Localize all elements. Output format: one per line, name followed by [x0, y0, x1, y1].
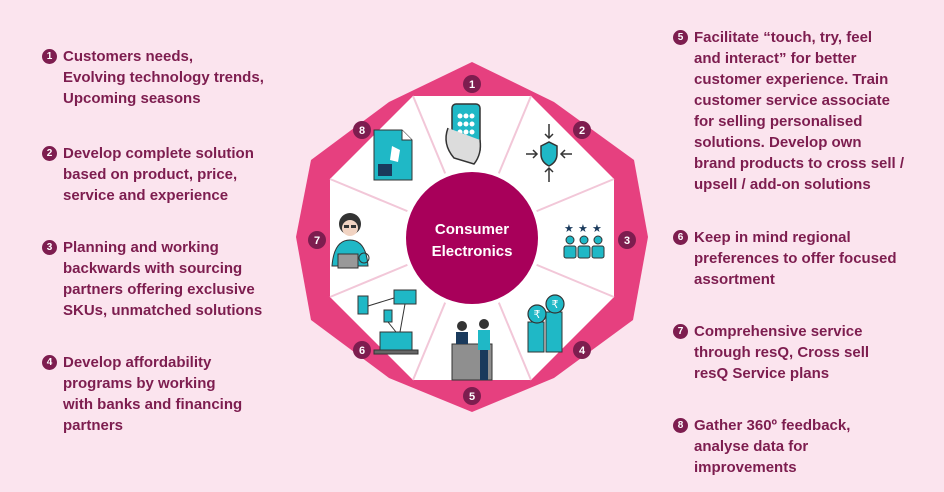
- step-6-number-badge: 6: [673, 230, 688, 245]
- svg-text:5: 5: [469, 391, 475, 403]
- step-8-item: 8 Gather 360º feedback, analyse data for…: [673, 415, 850, 478]
- smartphone-hand-icon: [445, 103, 482, 165]
- wheel-badge-5: 5: [463, 387, 481, 405]
- center-circle: [406, 172, 538, 304]
- step-3-item: 3 Planning and working backwards with so…: [42, 237, 262, 321]
- svg-text:★: ★: [592, 222, 602, 235]
- shield-arrows-icon: [526, 124, 572, 182]
- step-2-text: Develop complete solution based on produ…: [63, 145, 254, 204]
- center-label-line1: Consumer: [435, 221, 509, 238]
- step-4-item: 4 Develop affordability programs by work…: [42, 352, 242, 436]
- step-1-number-badge: 1: [42, 49, 57, 64]
- svg-text:★: ★: [578, 222, 588, 235]
- step-7-text: Comprehensive service through resQ, Cros…: [694, 323, 870, 382]
- customer-counter-icon: [451, 319, 493, 381]
- step-5-text: Facilitate “touch, try, feel and interac…: [694, 29, 905, 193]
- step-2-number-badge: 2: [42, 146, 57, 161]
- svg-text:4: 4: [579, 345, 586, 357]
- wheel-badge-6: 6: [353, 341, 371, 359]
- svg-text:3: 3: [624, 235, 630, 247]
- wheel-badge-1: 1: [463, 75, 481, 93]
- wheel-badge-4: 4: [573, 341, 591, 359]
- step-5-number-badge: 5: [673, 30, 688, 45]
- support-agent-icon: [331, 213, 370, 269]
- step-6-text: Keep in mind regional preferences to off…: [694, 229, 897, 288]
- step-8-text: Gather 360º feedback, analyse data for i…: [694, 417, 851, 476]
- wheel-badge-7: 7: [308, 231, 326, 249]
- step-5-item: 5 Facilitate “touch, try, feel and inter…: [673, 27, 904, 195]
- step-3-number-badge: 3: [42, 240, 57, 255]
- rated-people-icon: ★ ★ ★: [563, 222, 605, 259]
- step-7-number-badge: 7: [673, 324, 688, 339]
- step-8-number-badge: 8: [673, 418, 688, 433]
- wheel-badge-3: 3: [618, 231, 636, 249]
- svg-text:6: 6: [359, 345, 365, 357]
- svg-text:★: ★: [564, 222, 574, 235]
- step-1-item: 1 Customers needs, Evolving technology t…: [42, 46, 264, 109]
- step-3-text: Planning and working backwards with sour…: [63, 239, 263, 319]
- center-label-line2: Electronics: [432, 243, 513, 260]
- svg-text:₹: ₹: [534, 308, 541, 321]
- step-2-item: 2 Develop complete solution based on pro…: [42, 143, 254, 206]
- step-1-text: Customers needs, Evolving technology tre…: [63, 48, 264, 107]
- svg-text:2: 2: [579, 125, 585, 137]
- wheel-badge-2: 2: [573, 121, 591, 139]
- svg-text:₹: ₹: [552, 298, 559, 311]
- step-4-number-badge: 4: [42, 355, 57, 370]
- rupee-coins-icon: ₹ ₹: [527, 294, 565, 353]
- svg-text:1: 1: [469, 79, 475, 91]
- feedback-document-icon: [373, 129, 413, 181]
- svg-text:7: 7: [314, 235, 320, 247]
- step-6-item: 6 Keep in mind regional preferences to o…: [673, 227, 897, 290]
- wheel-badge-8: 8: [353, 121, 371, 139]
- step-4-text: Develop affordability programs by workin…: [63, 354, 243, 434]
- step-7-item: 7 Comprehensive service through resQ, Cr…: [673, 321, 869, 384]
- svg-text:8: 8: [359, 125, 365, 137]
- connected-devices-icon: [357, 289, 419, 355]
